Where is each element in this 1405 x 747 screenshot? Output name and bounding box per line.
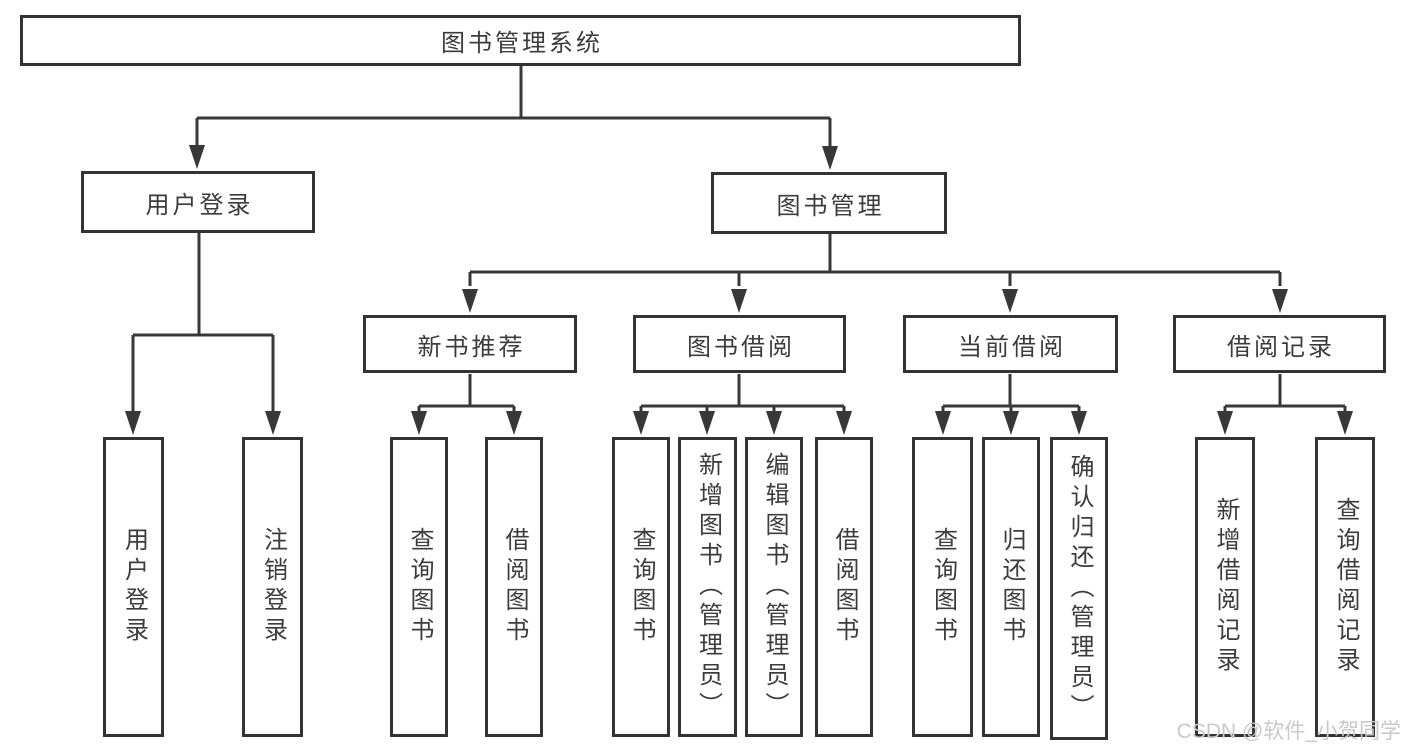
leaf-return-books: 归还图书: [982, 437, 1040, 737]
leaf-add-books-admin: 新增图书（管理员）: [678, 437, 737, 737]
leaf-logout: 注销登录: [242, 437, 303, 737]
node-new-book-recommend: 新书推荐: [363, 315, 577, 373]
leaf-recommend-borrow-books: 借阅图书: [485, 437, 543, 737]
leaf-confirm-return-admin: 确认归还（管理员）: [1050, 437, 1108, 740]
leaf-borrow-books: 借阅图书: [815, 437, 873, 737]
arrowheads: [125, 145, 1353, 435]
leaf-recommend-query-books: 查询图书: [390, 437, 448, 737]
node-book-management: 图书管理: [711, 172, 947, 234]
leaf-user-login: 用户登录: [103, 437, 164, 737]
node-current-borrow: 当前借阅: [903, 315, 1118, 373]
node-root: 图书管理系统: [20, 15, 1021, 66]
node-borrow-records: 借阅记录: [1173, 315, 1386, 373]
leaf-query-borrow-record: 查询借阅记录: [1315, 437, 1375, 737]
leaf-add-borrow-record: 新增借阅记录: [1195, 437, 1255, 737]
connector-paths: [131, 66, 1347, 412]
leaf-current-query-books: 查询图书: [912, 437, 973, 737]
node-user-login: 用户登录: [81, 171, 315, 233]
node-book-borrow: 图书借阅: [633, 315, 846, 373]
leaf-edit-books-admin: 编辑图书（管理员）: [745, 437, 803, 737]
leaf-borrow-query-books: 查询图书: [612, 437, 670, 737]
